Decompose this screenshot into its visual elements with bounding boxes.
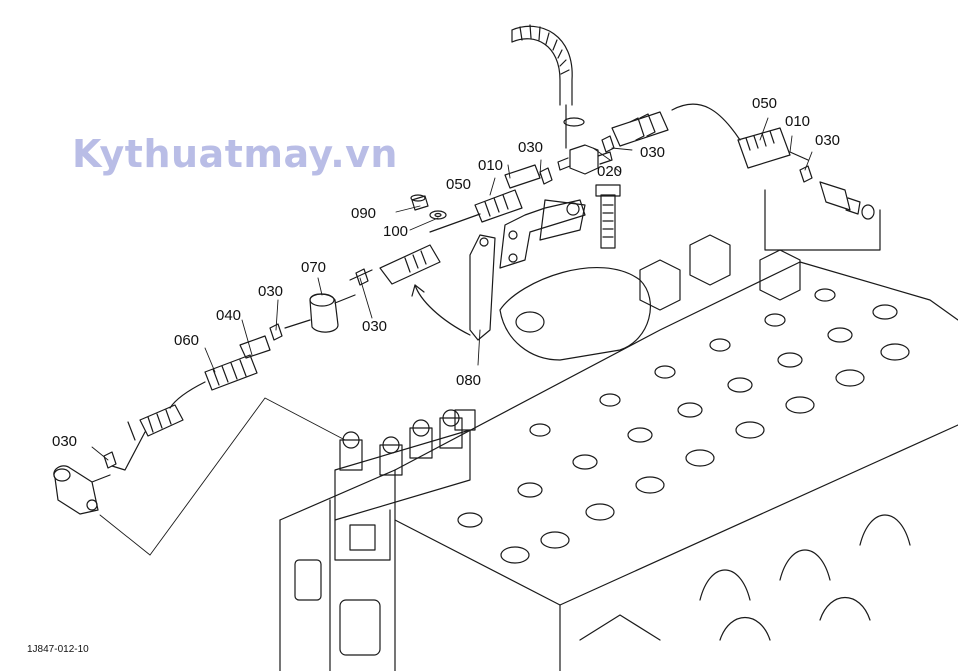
label-030-left: 030 [258,283,283,300]
label-030-top-right: 030 [640,144,665,161]
bolt-and-washer [410,194,447,220]
label-090: 090 [351,205,376,222]
label-030-bottom-left: 030 [52,433,77,450]
label-030-far-right: 030 [815,132,840,149]
label-010-center: 010 [478,157,503,174]
hose-assembly-left [111,335,271,471]
label-050-right: 050 [752,95,777,112]
label-030-mid: 030 [362,318,387,335]
label-010-right: 010 [785,113,810,130]
label-080: 080 [456,372,481,389]
strap-080 [411,234,496,341]
return-hose-top [511,24,585,149]
label-060: 060 [174,332,199,349]
label-030-top: 030 [518,139,543,156]
label-070: 070 [301,259,326,276]
label-020: 020 [597,163,622,180]
label-050-center: 050 [446,176,471,193]
label-100: 100 [383,223,408,240]
part-labels: 030 010 050 020 030 050 010 030 090 100 … [52,95,840,450]
hose-assembly-right [611,103,881,251]
label-040: 040 [216,307,241,324]
hose-assembly-center [429,164,586,269]
hose-lower-center [349,244,441,285]
watermark-text: Kythuatmay.vn [72,132,398,176]
leader-lines [91,117,813,556]
engine-block-drawing [279,184,958,671]
filter-070 [284,293,356,333]
t-joint-020 [557,144,613,175]
connector-bottom-left [53,465,111,515]
drawing-id: 1J847-012-10 [27,644,89,655]
